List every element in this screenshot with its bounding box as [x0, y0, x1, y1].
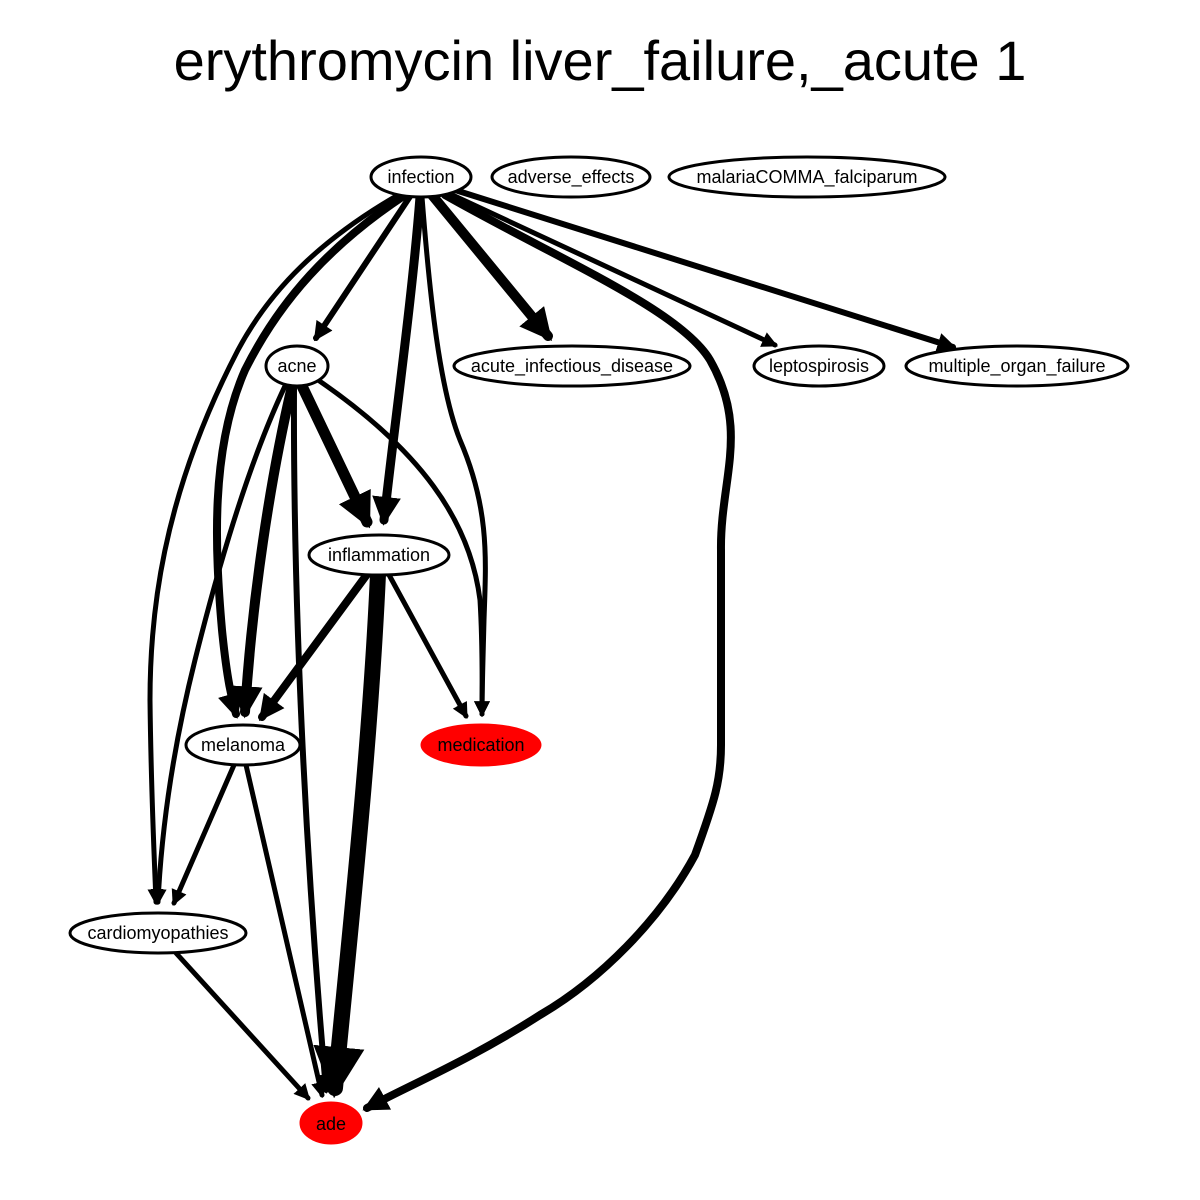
node-label-malaria-falciparum: malariaCOMMA_falciparum: [696, 167, 917, 188]
edge-inflammation-melanoma: [258, 569, 372, 722]
edge-acne-ade: [290, 384, 335, 1094]
edge-melanoma-ade: [243, 762, 327, 1099]
edge-infection-acne: [313, 192, 414, 342]
node-label-ade: ade: [316, 1114, 346, 1134]
edge-inflammation-medication: [385, 570, 469, 719]
edge-cardiomyopathies-ade: [173, 950, 311, 1101]
node-multiple-organ-failure[interactable]: multiple_organ_failure: [904, 344, 1130, 388]
node-leptospirosis[interactable]: leptospirosis: [752, 344, 886, 388]
node-acne[interactable]: acne: [264, 344, 330, 388]
node-label-acne: acne: [277, 356, 316, 376]
node-label-multiple-organ-failure: multiple_organ_failure: [928, 356, 1105, 377]
edge-infection-acute-infectious-disease: [427, 190, 553, 341]
node-label-adverse-effects: adverse_effects: [508, 167, 635, 188]
graph-title: erythromycin liver_failure,_acute 1: [173, 29, 1027, 92]
node-inflammation[interactable]: inflammation: [307, 533, 451, 577]
node-label-acute-infectious-disease: acute_infectious_disease: [471, 356, 673, 377]
edge-acne-medication: [315, 377, 491, 718]
node-adverse-effects[interactable]: adverse_effects: [490, 155, 652, 199]
edge-infection-medication: [419, 194, 491, 718]
node-medication[interactable]: medication: [420, 723, 542, 767]
node-ade[interactable]: ade: [299, 1101, 363, 1145]
edge-acne-melanoma: [230, 381, 297, 719]
edge-melanoma-cardiomyopathies: [171, 762, 237, 906]
edge-infection-melanoma: [213, 191, 409, 719]
node-label-infection: infection: [387, 167, 454, 187]
node-label-inflammation: inflammation: [328, 545, 430, 565]
node-malaria-falciparum[interactable]: malariaCOMMA_falciparum: [667, 155, 947, 199]
node-melanoma[interactable]: melanoma: [184, 723, 302, 767]
node-label-leptospirosis: leptospirosis: [769, 356, 869, 376]
node-label-melanoma: melanoma: [201, 735, 286, 755]
edge-infection-cardiomyopathies: [147, 192, 401, 906]
node-label-cardiomyopathies: cardiomyopathies: [87, 923, 228, 943]
edge-acne-cardiomyopathies: [150, 383, 288, 906]
edge-infection-leptospirosis: [443, 189, 778, 348]
node-infection[interactable]: infection: [369, 155, 473, 199]
node-cardiomyopathies[interactable]: cardiomyopathies: [68, 911, 248, 955]
edge-infection-ade: [362, 191, 735, 1112]
edge-inflammation-ade: [313, 566, 386, 1099]
edge-acne-inflammation: [296, 380, 373, 529]
node-acute-infectious-disease[interactable]: acute_infectious_disease: [452, 344, 692, 388]
node-label-medication: medication: [437, 735, 524, 755]
edge-infection-multiple-organ-failure: [452, 187, 957, 352]
edge-infection-inflammation: [372, 192, 425, 526]
